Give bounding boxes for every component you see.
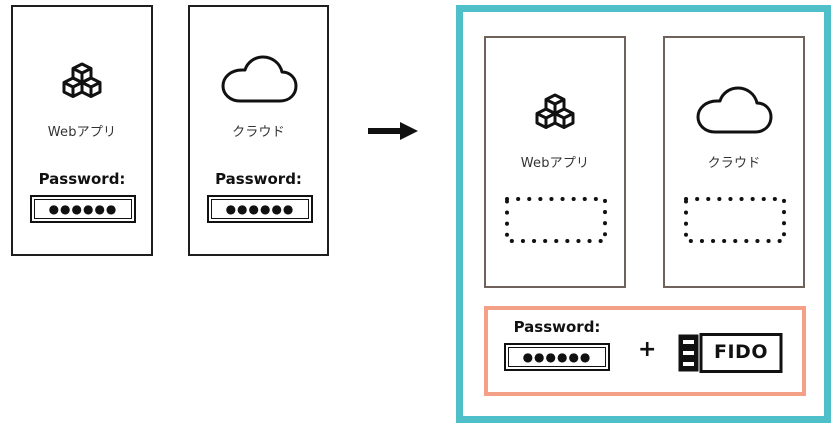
cloud-icon	[221, 55, 297, 103]
after-webapp-card: Webアプリ	[484, 36, 626, 288]
after-frame	[456, 5, 831, 423]
plus-sign: +	[638, 337, 657, 362]
shared-auth-frame	[484, 306, 806, 396]
card-label: Webアプリ	[520, 156, 590, 171]
card-label: Webアプリ	[47, 125, 117, 140]
empty-password-slot	[505, 197, 607, 243]
card-label: クラウド	[707, 156, 761, 171]
password-label: Password:	[513, 318, 601, 336]
cloud-icon	[696, 86, 773, 134]
cubes-icon	[535, 93, 575, 129]
password-mask: ●●●●●●	[508, 347, 606, 367]
empty-password-slot	[684, 197, 786, 243]
card-label: クラウド	[232, 125, 285, 140]
fido-key-icon: FIDO	[677, 333, 783, 373]
password-label: Password:	[38, 170, 126, 188]
cubes-icon	[62, 62, 102, 98]
password-mask: ●●●●●●	[211, 199, 309, 219]
password-field: ●●●●●●	[504, 343, 610, 371]
password-mask: ●●●●●●	[34, 199, 132, 219]
password-label: Password:	[215, 170, 302, 188]
arrow-right-icon	[368, 122, 418, 140]
before-webapp-card: Webアプリ Password: ●●●●●●	[11, 5, 153, 256]
before-cloud-card: クラウド Password: ●●●●●●	[188, 5, 329, 256]
password-field: ●●●●●●	[207, 195, 313, 223]
fido-text: FIDO	[714, 341, 768, 363]
password-field: ●●●●●●	[30, 195, 136, 223]
after-cloud-card: クラウド	[663, 36, 805, 288]
